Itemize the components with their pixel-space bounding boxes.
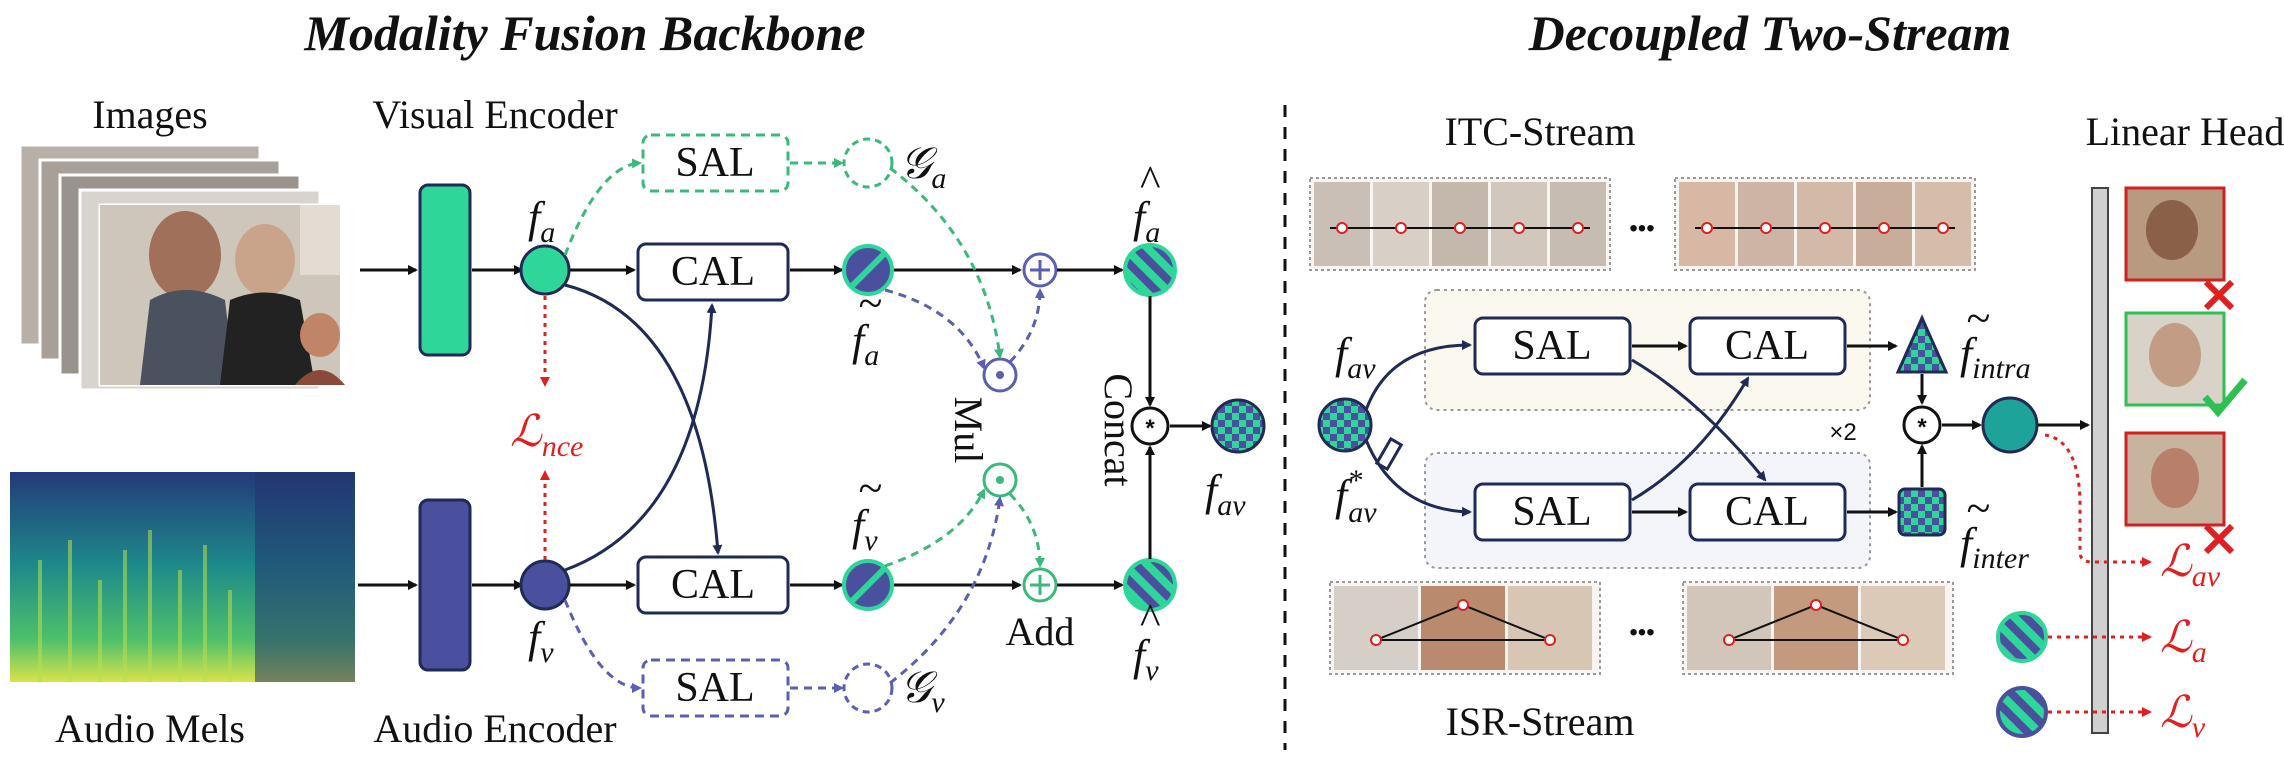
f-a-label: fa [528, 193, 555, 249]
g-v-node [842, 662, 894, 714]
cal-box-audio [636, 555, 790, 615]
audio-encoder-label: Audio Encoder [373, 706, 616, 751]
intra-cal-text: CAL [1725, 323, 1809, 369]
intra-sal-box [1473, 316, 1632, 376]
f-v-tilde-mark: ~ [858, 464, 882, 513]
g-v-label: 𝒢v [900, 663, 945, 719]
two-stream-f-av-label: fav [1335, 329, 1376, 385]
concat-node: * [1130, 406, 1170, 446]
f-v-tilde-node [842, 559, 894, 611]
linear-head-label: Linear Head [2086, 109, 2284, 154]
f-v-node [519, 559, 571, 611]
f-v-hat-node [1123, 558, 1177, 612]
right-title: Decoupled Two-Stream [1528, 5, 2012, 61]
itc-stream-label: ITC-Stream [1444, 109, 1635, 154]
prediction-face-2 [2124, 311, 2226, 407]
f-a-tilde-node [842, 244, 894, 296]
cal-box-visual [636, 242, 790, 302]
cal-visual-text: CAL [671, 249, 755, 295]
f-intra-tilde: ~ [1966, 294, 1990, 343]
audio-mels-label: Audio Mels [55, 706, 245, 751]
svg-text:*: * [1917, 414, 1927, 441]
wrong-mark-1 [2203, 279, 2235, 311]
inter-sal-text: SAL [1512, 489, 1591, 535]
f-v-hat-mark: ^ [1139, 595, 1160, 644]
sal-box-audio [641, 658, 790, 718]
add-node-visual [1022, 252, 1058, 288]
check-mark [2202, 377, 2248, 418]
shuffle-marker [1374, 436, 1404, 472]
f-inter-tilde: ~ [1966, 484, 1990, 533]
f-v-label: fv [528, 613, 554, 669]
loss-v-source-node [1996, 686, 2048, 738]
wrong-mark-2 [2203, 523, 2235, 555]
f-av-node [1210, 398, 1266, 454]
isr-face-strip [1329, 581, 1954, 675]
f-a-node [519, 244, 571, 296]
cal-audio-text: CAL [671, 562, 755, 608]
itc-face-strip [1309, 177, 1976, 271]
images-label: Images [92, 92, 208, 137]
svg-text:*: * [1145, 415, 1155, 442]
image-stack [18, 143, 345, 392]
two-stream-f-av-star-label: f*av [1335, 464, 1377, 529]
isr-stream-label: ISR-Stream [1446, 699, 1635, 744]
f-inter-label: finter [1960, 519, 2029, 575]
intra-cal-box [1688, 316, 1847, 376]
add-label: Add [1006, 609, 1075, 654]
mul-node-audio [982, 462, 1018, 498]
g-a-label: 𝒢a [900, 139, 946, 195]
f-a-hat-mark: ^ [1139, 157, 1160, 206]
f-intra-node [1895, 314, 1949, 374]
f-inter-node [1897, 487, 1947, 537]
sal-box-visual [641, 133, 790, 193]
sal-visual-text: SAL [675, 140, 754, 186]
sal-audio-text: SAL [675, 665, 754, 711]
f-a-tilde-mark: ~ [858, 279, 882, 328]
loss-v-label: ℒv [2160, 688, 2206, 744]
fused-output-node [1981, 396, 2039, 454]
f-av-label: fav [1205, 466, 1246, 522]
left-title: Modality Fusion Backbone [303, 5, 865, 61]
prediction-face-3 [2124, 431, 2226, 527]
linear-head-bar [2091, 187, 2109, 734]
audio-mel-spectrogram [10, 472, 355, 682]
inter-cal-box [1688, 482, 1847, 542]
isr-ellipsis: ••• [1629, 619, 1654, 646]
loss-a-source-node [1996, 611, 2048, 663]
repeat-label: ×2 [1829, 419, 1856, 446]
loss-nce-label: ℒnce [510, 407, 583, 463]
inter-cal-text: CAL [1725, 489, 1809, 535]
prediction-face-1 [2124, 186, 2226, 282]
itc-ellipsis: ••• [1629, 215, 1654, 242]
loss-av-label: ℒav [2160, 537, 2221, 593]
mul-label: Mul [946, 397, 991, 464]
two-stream-input-node [1317, 397, 1373, 453]
two-stream-concat-node: * [1902, 405, 1942, 445]
visual-encoder-label: Visual Encoder [372, 92, 617, 137]
g-a-node [842, 137, 894, 189]
inter-sal-box [1473, 482, 1632, 542]
visual-encoder-block [418, 183, 472, 357]
intra-sal-text: SAL [1512, 323, 1591, 369]
f-a-hat-node [1123, 243, 1177, 297]
loss-a-label: ℒa [2160, 613, 2207, 669]
concat-label: Concat [1096, 373, 1141, 486]
audio-encoder-block [418, 498, 472, 672]
add-node-audio [1022, 567, 1058, 603]
mul-node-visual [982, 357, 1018, 393]
